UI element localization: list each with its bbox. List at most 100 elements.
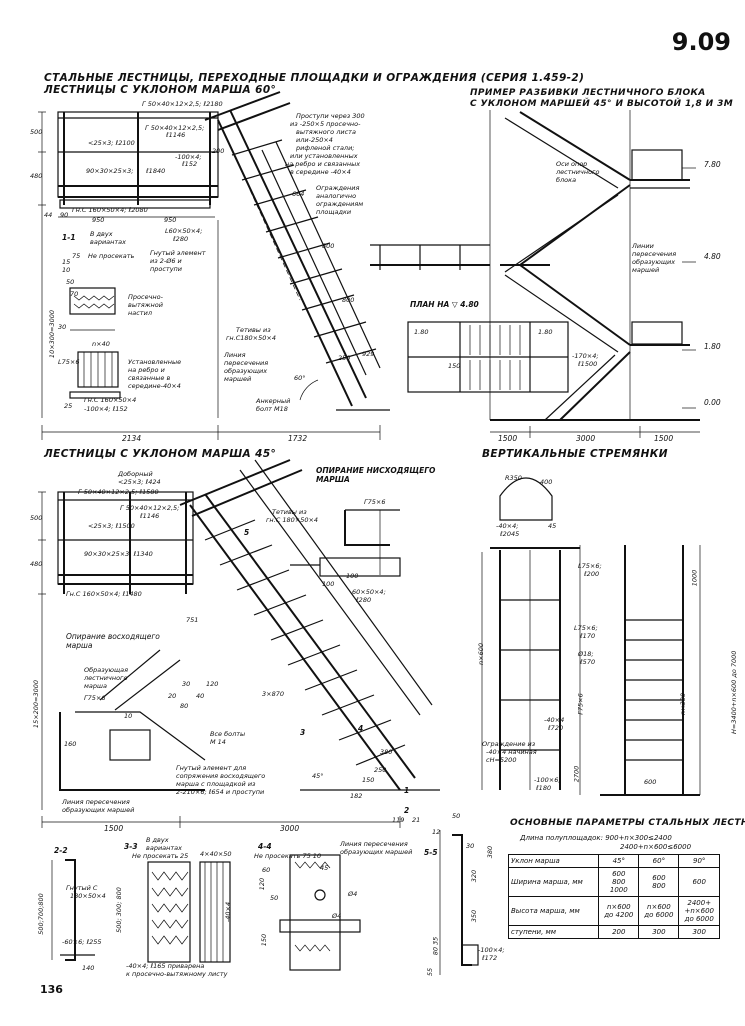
dim: 4×40×50 — [200, 850, 232, 858]
stair60-dims — [41, 220, 381, 440]
label: Линия — [224, 351, 246, 359]
params-header-cell: 60° — [638, 853, 680, 869]
label: -40×4 начиная — [486, 748, 537, 756]
landing-length-2: 2400+n×600≤6000 — [620, 843, 692, 851]
level-mark: 7.80 — [704, 160, 721, 169]
label: середине-40×4 — [128, 382, 181, 390]
params-cell: 300 — [638, 925, 680, 940]
label: В двух — [90, 230, 113, 238]
label: на ребро и — [128, 366, 165, 374]
level-mark: 1.80 — [704, 342, 721, 351]
dim: 1732 — [288, 434, 308, 443]
label: маршей — [632, 266, 660, 274]
dim: 21 — [412, 816, 421, 824]
params-cell: 200 — [598, 925, 640, 940]
dim: 150 — [362, 776, 375, 784]
label: -100×4; ℓ152 — [84, 405, 128, 413]
dim: 70 — [70, 290, 79, 298]
label: Гн.С 160×50×4 — [84, 396, 137, 404]
dim: 30 — [466, 842, 475, 850]
dim: 44 — [44, 211, 53, 219]
dim: 320 — [470, 869, 479, 883]
label: ℓ1146 — [166, 131, 186, 139]
label: Гн.С 160×50×4; ℓ1480 — [66, 590, 142, 598]
dim: 160 — [64, 740, 77, 748]
dim: 45° — [312, 772, 324, 780]
stair45-railing — [38, 491, 194, 810]
label: ℓ570 — [580, 658, 596, 666]
dim: 75 — [72, 252, 81, 260]
label: сопряжения восходящего — [176, 772, 266, 780]
dim: 800 — [322, 242, 335, 250]
support-up-title: Опирание восходящего марша — [66, 632, 160, 650]
label: ℓ280 — [173, 235, 189, 243]
label: <25×3; ℓ424 — [118, 478, 161, 486]
main-title: СТАЛЬНЫЕ ЛЕСТНИЦЫ, ПЕРЕХОДНЫЕ ПЛОЩАДКИ И… — [44, 72, 585, 84]
label: ℓ1146 — [140, 512, 160, 520]
section-label: 4-4 — [258, 842, 272, 851]
sheet-number: 9.09 — [671, 28, 731, 56]
label: ℓ2045 — [500, 530, 520, 538]
label: ℓ172 — [482, 954, 498, 962]
params-cell: n×600 до 6000 — [638, 896, 680, 927]
label: лестничного — [84, 674, 128, 682]
dim: 120 — [206, 680, 219, 688]
label: болт М18 — [256, 405, 288, 413]
label: 2-210×6; ℓ654 и проступи — [176, 788, 265, 796]
dim: 12 — [432, 828, 441, 836]
section-label: 1-1 — [62, 233, 76, 242]
vertical-title: ВЕРТИКАЛЬНЫЕ СТРЕМЯНКИ — [482, 448, 668, 460]
label: вариантах — [146, 844, 183, 852]
label: Ограждения — [316, 184, 360, 192]
dim: 10 — [124, 712, 133, 720]
dim: 1500 — [498, 434, 518, 443]
label: -40×4 — [224, 901, 233, 923]
label: Г 50×40×12×2,5; ℓ2180 — [142, 100, 223, 108]
label: В двух — [146, 836, 169, 844]
support-up-detail — [59, 649, 206, 791]
label: Линия пересечения — [62, 798, 130, 806]
label: или-250×4 — [296, 136, 333, 144]
label: вытяжного листа — [296, 128, 356, 136]
label: Проступи через 300 — [296, 112, 365, 120]
dim: 140 — [82, 964, 95, 972]
label: Г 50×40×12×2,5; — [120, 504, 180, 512]
stair45-flight — [41, 459, 440, 828]
dim: 3×870 — [262, 690, 284, 698]
label: гн.С 180×50×4 — [266, 516, 319, 524]
section-mark: 4 — [358, 724, 364, 733]
label: к просечно-вытяжному листу — [126, 970, 228, 978]
label: Тетивы из — [272, 508, 307, 516]
dim: 1500 — [104, 824, 124, 833]
dim: 3000 — [280, 824, 300, 833]
label: площадки — [316, 208, 352, 216]
dim: 480 — [30, 172, 43, 180]
label: пересечения — [632, 250, 677, 258]
stair60-flight — [204, 91, 390, 411]
label: -40×4; — [496, 522, 519, 530]
label: Гнутый С — [66, 884, 98, 892]
dim: 380 — [486, 845, 495, 859]
label: пересечения — [224, 359, 269, 367]
label: образующих маршей — [62, 806, 135, 814]
section-label: 3-3 — [124, 842, 138, 851]
label: 90×30×25×3; ℓ1340 — [84, 550, 153, 558]
label: Все болты — [210, 730, 246, 738]
section-mark: 2 — [404, 806, 410, 815]
label: связанные в — [128, 374, 171, 382]
section-label: 2-2 — [54, 846, 68, 855]
label: настил — [128, 309, 152, 317]
dim: 25 — [180, 852, 189, 860]
dim: 2700 — [572, 765, 581, 783]
label: -100×6; — [534, 776, 561, 784]
params-header-cell: Уклон марша — [507, 853, 600, 869]
dim: 15×200=3000 — [32, 679, 41, 729]
label: 90×30×25×3; — [86, 167, 134, 175]
page-number: 136 — [40, 983, 63, 996]
label: n×40 — [92, 340, 110, 348]
label: проступи — [150, 265, 183, 273]
label: Тетивы из — [236, 326, 271, 334]
dim: n×600 — [476, 643, 485, 665]
dim: 10×300=3000 — [48, 309, 57, 359]
